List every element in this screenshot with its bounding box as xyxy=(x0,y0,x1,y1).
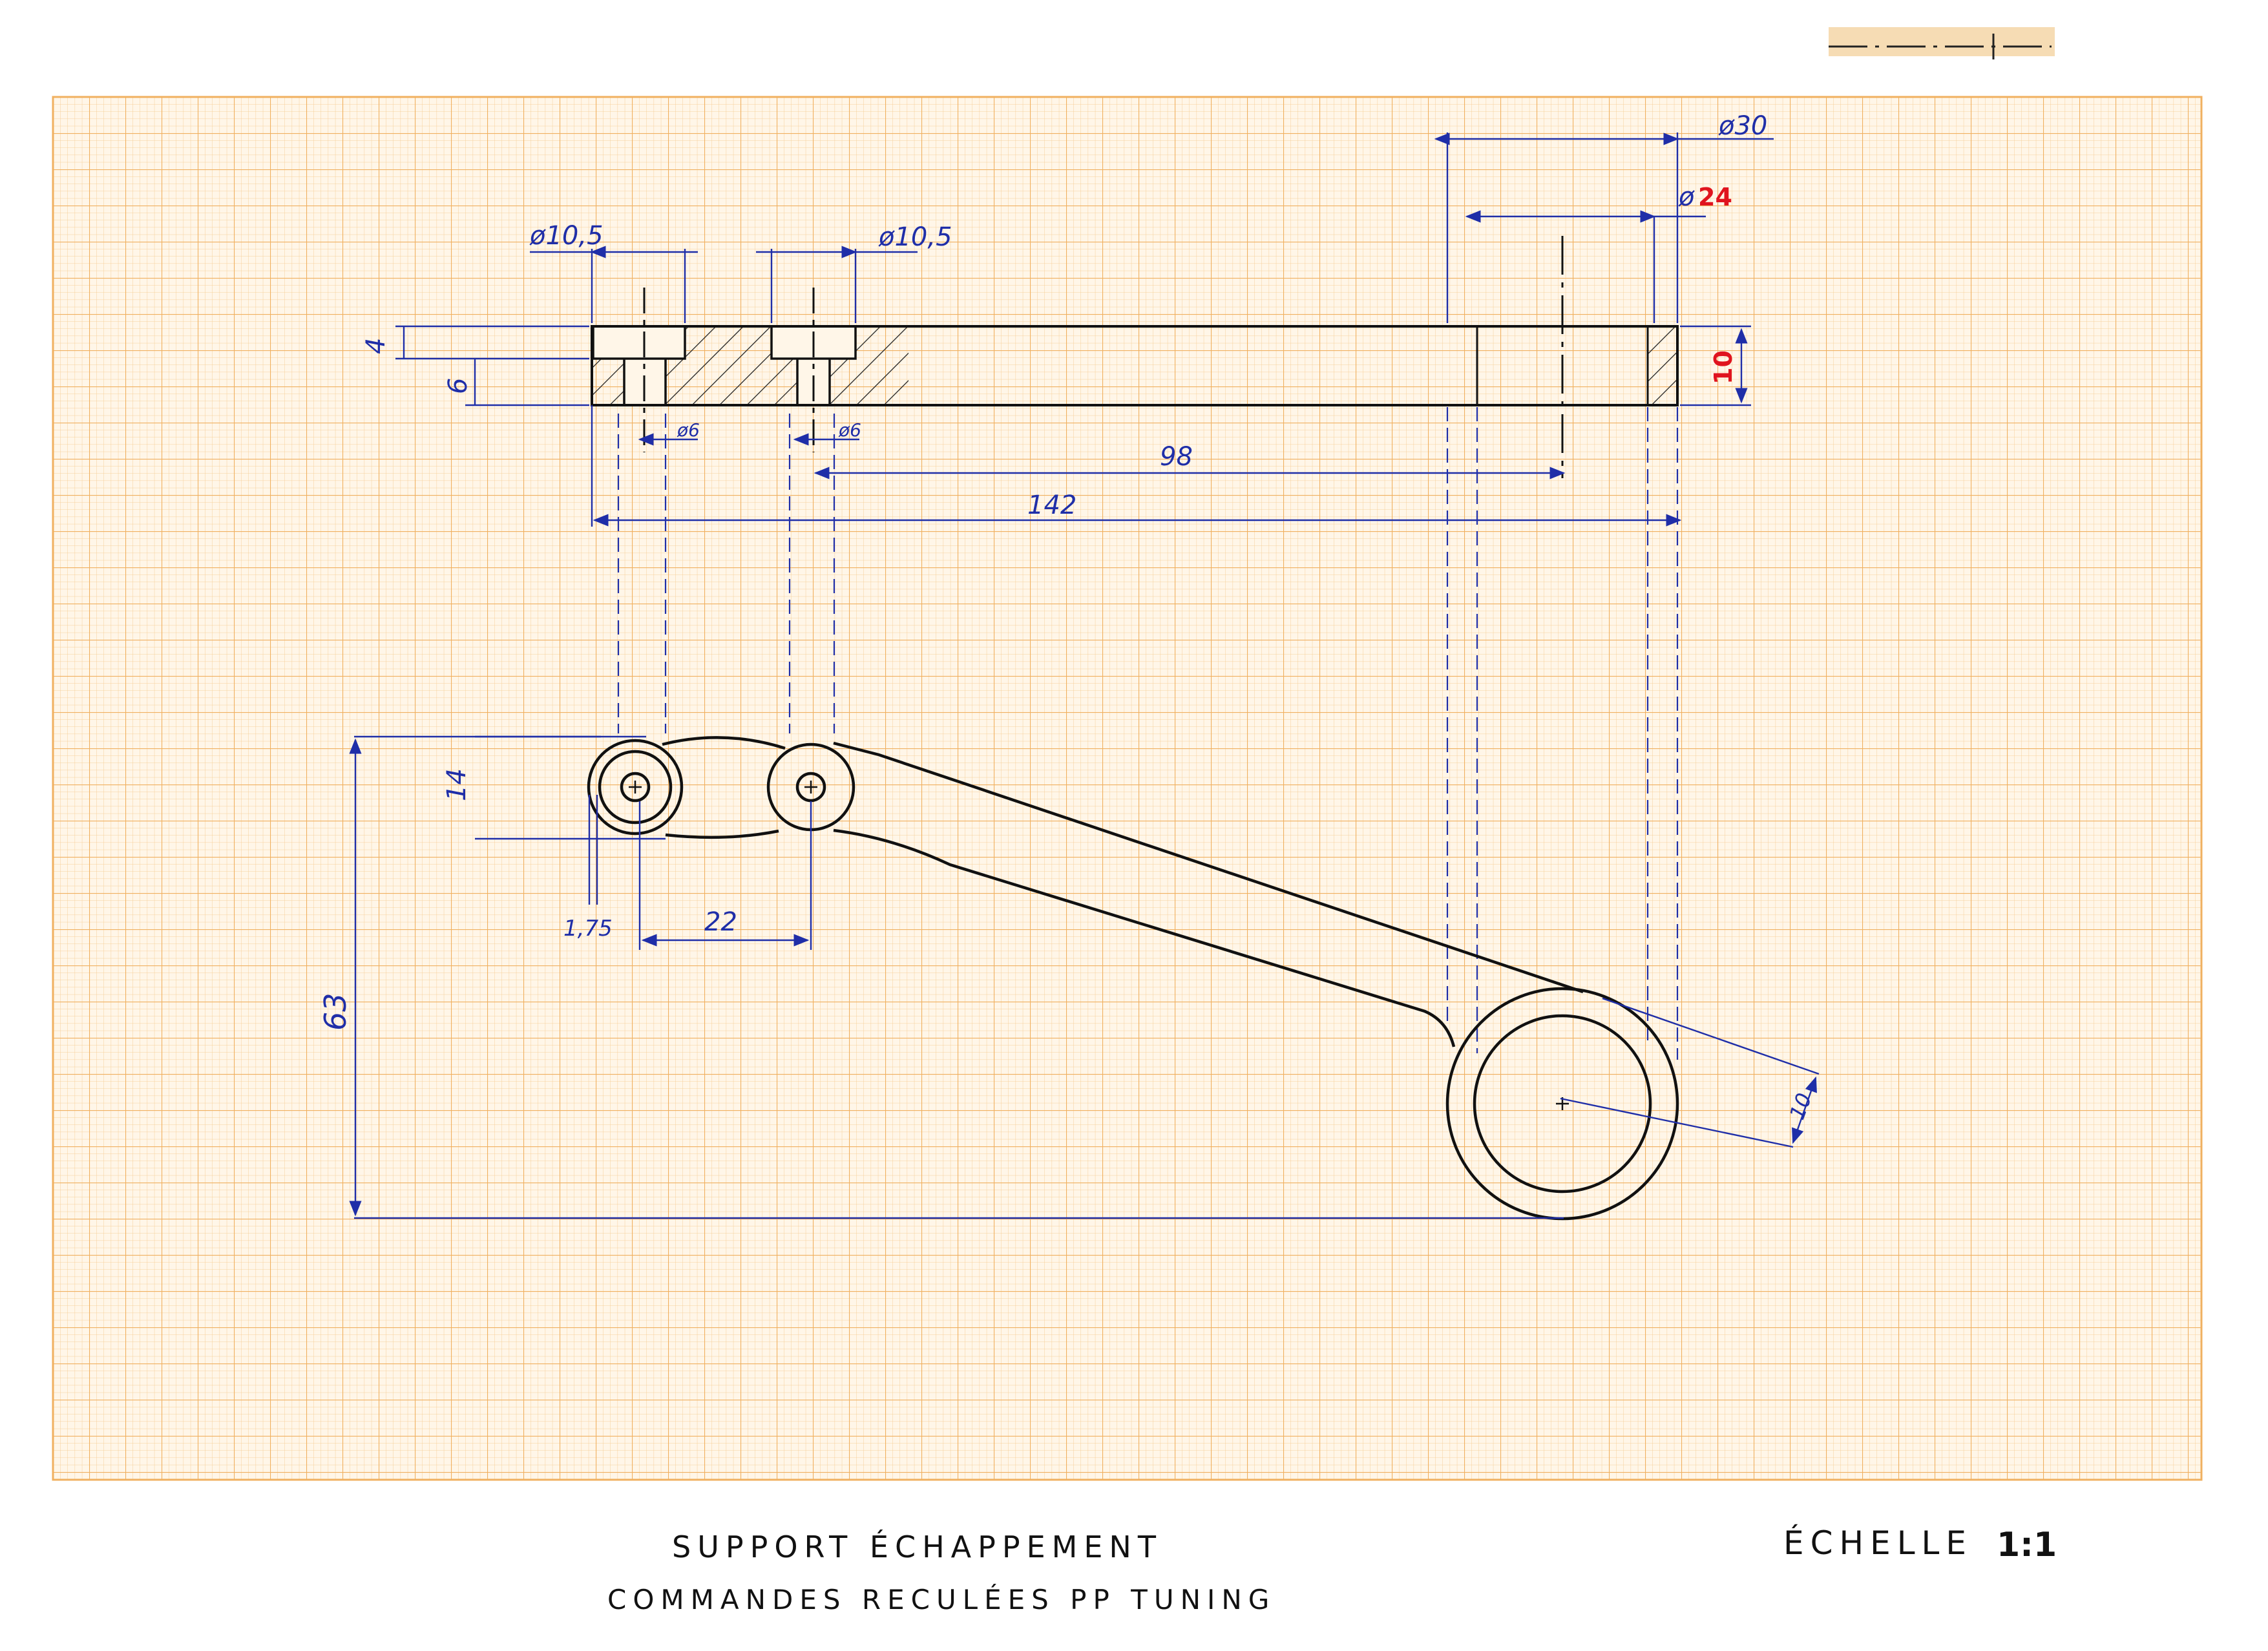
dim-length-142: 142 xyxy=(1027,490,1076,520)
dim-depth-top: 4 xyxy=(361,338,391,354)
center-marks xyxy=(629,781,1569,1110)
section-view xyxy=(591,236,1679,478)
scale-label: ÉCHELLE xyxy=(1783,1524,1973,1562)
dimension-lines-front xyxy=(349,735,1820,1219)
dim-inner-dia-value: 24 xyxy=(1698,183,1732,211)
title-line-2: COMMANDES RECULÉES PP TUNING xyxy=(607,1583,1276,1615)
dim-inner-dia-symbol: ø xyxy=(1678,182,1695,212)
dim-outer-dia: ø30 xyxy=(1718,111,1767,141)
title-line-1: SUPPORT ÉCHAPPEMENT xyxy=(672,1530,1162,1564)
dim-small-dia-mid: ø6 xyxy=(838,419,861,441)
dim-depth-rest: 6 xyxy=(443,378,473,394)
dimension-lines-top xyxy=(395,132,1774,527)
dim-hole-dia-mid: ø10,5 xyxy=(878,222,952,252)
graph-paper-coarse-grid xyxy=(53,97,2201,1480)
part-outline xyxy=(587,736,1679,1221)
dim-offset-175: 1,75 xyxy=(563,916,613,941)
scale-value: 1:1 xyxy=(1997,1526,2057,1564)
dim-spacing-22: 22 xyxy=(704,907,737,937)
dim-length-98: 98 xyxy=(1160,442,1193,472)
dim-thickness: 10 xyxy=(1709,350,1738,384)
dim-height-63: 63 xyxy=(318,993,353,1031)
dim-small-dia-left: ø6 xyxy=(677,419,700,441)
corner-mark xyxy=(1829,27,2055,59)
dim-height-14: 14 xyxy=(442,768,472,801)
dim-hole-dia-left: ø10,5 xyxy=(529,221,604,251)
